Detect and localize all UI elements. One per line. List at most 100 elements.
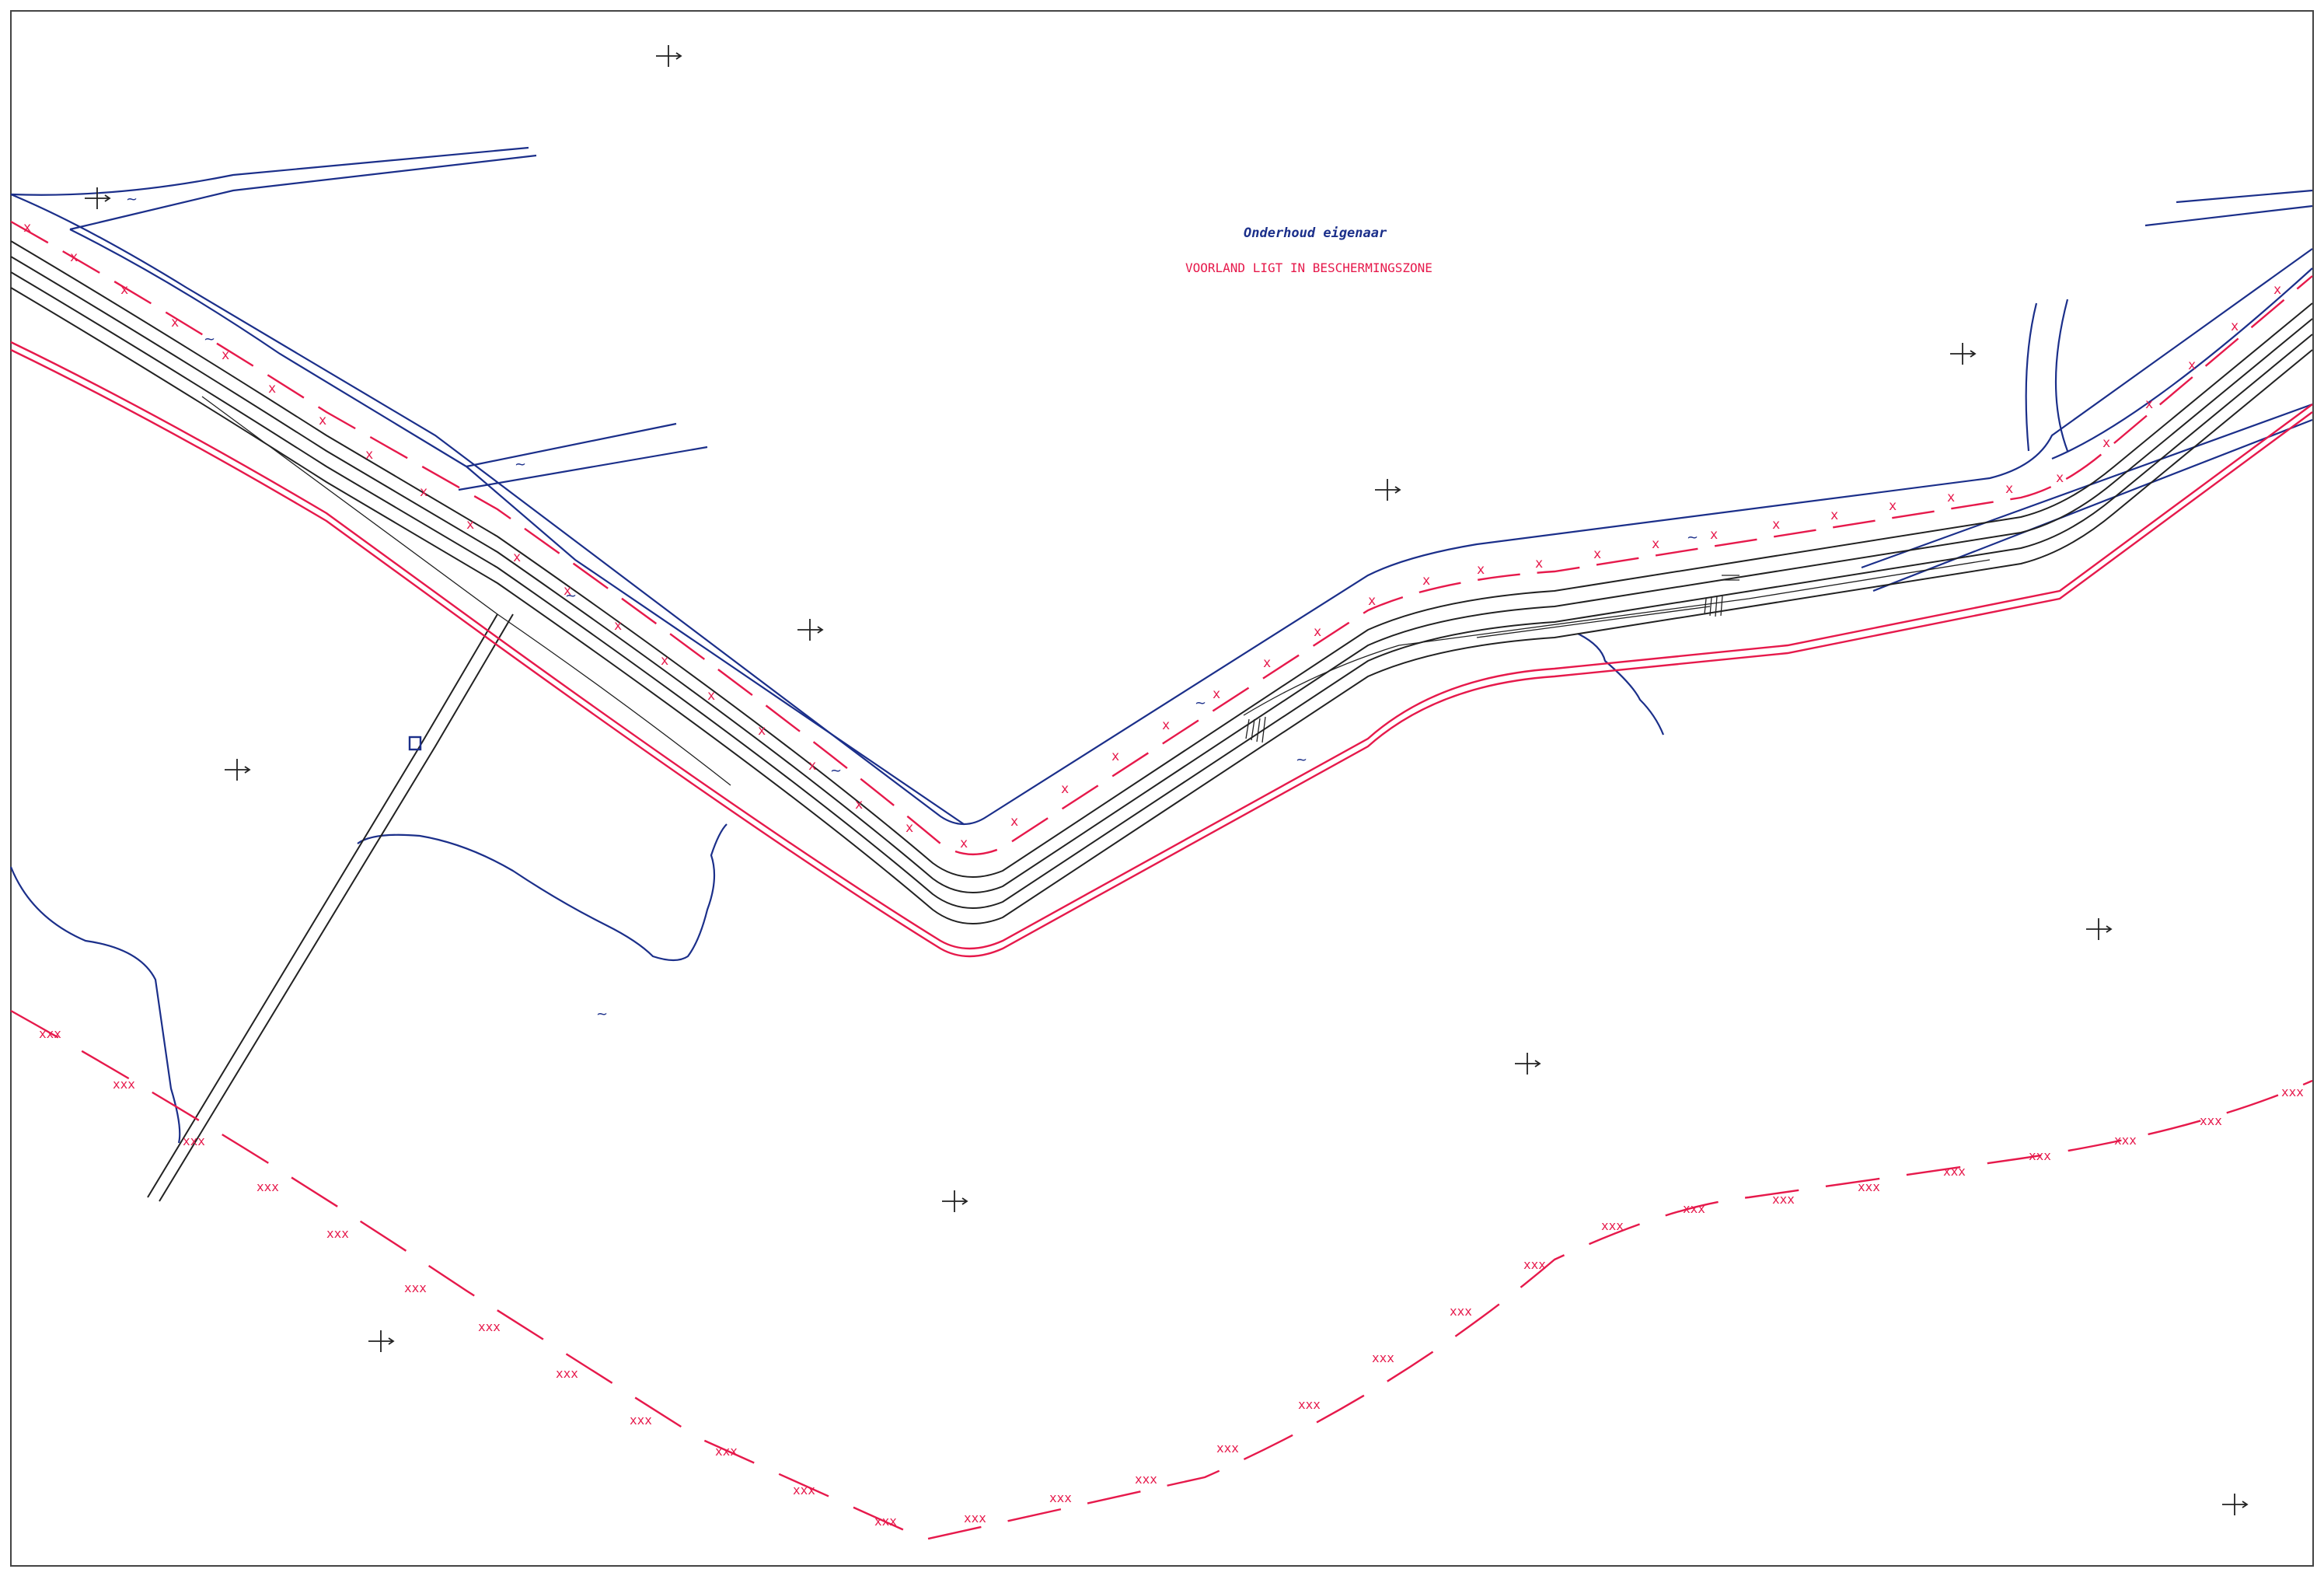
svg-text:x: x — [319, 413, 326, 428]
svg-text:x: x — [2056, 470, 2064, 486]
svg-text:x: x — [1213, 687, 1220, 702]
svg-text:xxx: xxx — [2281, 1085, 2304, 1099]
svg-text:~: ~ — [830, 763, 842, 779]
svg-text:xxx: xxx — [1298, 1397, 1321, 1412]
svg-text:x: x — [2273, 282, 2281, 298]
svg-text:xxx: xxx — [478, 1319, 501, 1334]
svg-text:xxx: xxx — [2200, 1113, 2222, 1128]
survey-marker-icon — [2086, 918, 2113, 940]
svg-text:x: x — [1889, 498, 1897, 514]
svg-text:xxx: xxx — [630, 1413, 652, 1427]
svg-text:~: ~ — [565, 588, 577, 604]
water-symbols: ~ ~ ~ ~ ~ ~ ~ ~ ~ — [126, 191, 1698, 1022]
svg-text:~: ~ — [1195, 695, 1206, 711]
svg-text:xxx: xxx — [2114, 1133, 2137, 1148]
svg-text:~: ~ — [204, 331, 215, 348]
svg-text:x: x — [513, 550, 521, 565]
svg-text:~: ~ — [126, 191, 138, 208]
svg-text:x: x — [420, 484, 427, 500]
map-frame — [10, 10, 2314, 1567]
svg-text:x: x — [661, 653, 668, 669]
svg-text:xxx: xxx — [1216, 1441, 1239, 1455]
survey-marker-icon — [1515, 1053, 1541, 1075]
svg-text:xxx: xxx — [874, 1514, 897, 1529]
svg-text:xxx: xxx — [556, 1366, 578, 1381]
svg-text:xxx: xxx — [2029, 1148, 2051, 1163]
svg-text:xxx: xxx — [404, 1281, 427, 1295]
svg-text:x: x — [2145, 397, 2153, 412]
svg-text:x: x — [1368, 593, 1376, 609]
svg-text:xxx: xxx — [793, 1483, 815, 1497]
svg-text:x: x — [808, 758, 816, 774]
svg-text:x: x — [960, 836, 968, 851]
svg-text:x: x — [1710, 527, 1718, 543]
svg-text:x: x — [1772, 517, 1780, 533]
svg-text:x: x — [70, 250, 78, 265]
svg-text:xxx: xxx — [964, 1511, 986, 1525]
x-markers: x x x x x x x x x x x x x x x x x x x x … — [23, 220, 2281, 851]
survey-marker-icon — [797, 619, 824, 641]
svg-text:xxx: xxx — [256, 1179, 279, 1194]
xxx-markers: xxx xxx xxx xxx xxx xxx xxx xxx xxx xxx … — [39, 1026, 2304, 1529]
svg-text:x: x — [268, 381, 276, 397]
svg-text:xxx: xxx — [183, 1134, 205, 1148]
svg-text:x: x — [222, 348, 229, 363]
svg-text:~: ~ — [1687, 529, 1698, 546]
svg-text:xxx: xxx — [1523, 1257, 1546, 1272]
svg-text:x: x — [758, 723, 766, 739]
svg-text:~: ~ — [596, 1006, 608, 1022]
road-lines — [10, 240, 2313, 1202]
blue-water-lines — [9, 146, 2313, 1144]
svg-text:xxx: xxx — [1135, 1472, 1157, 1487]
svg-text:x: x — [171, 315, 179, 330]
svg-text:xxx: xxx — [1858, 1179, 1880, 1194]
svg-text:x: x — [1947, 490, 1955, 505]
svg-text:xxx: xxx — [715, 1444, 738, 1459]
svg-text:xxx: xxx — [1372, 1351, 1394, 1365]
svg-text:xxx: xxx — [1601, 1218, 1624, 1233]
svg-text:x: x — [1061, 781, 1069, 797]
svg-text:x: x — [2102, 435, 2110, 451]
svg-text:xxx: xxx — [39, 1026, 61, 1041]
culvert-box — [408, 736, 422, 751]
svg-text:x: x — [120, 282, 128, 298]
svg-text:x: x — [564, 583, 571, 599]
svg-text:x: x — [1593, 547, 1601, 562]
svg-text:x: x — [1535, 556, 1543, 571]
svg-text:x: x — [1477, 562, 1485, 578]
svg-text:x: x — [2188, 358, 2196, 373]
svg-text:x: x — [2231, 319, 2239, 334]
survey-marker-icon — [942, 1190, 968, 1212]
svg-text:x: x — [906, 820, 913, 836]
survey-marker-icon — [225, 759, 251, 781]
svg-text:x: x — [614, 618, 622, 634]
svg-text:xxx: xxx — [1049, 1490, 1072, 1505]
survey-marker-icon — [85, 187, 111, 209]
survey-marker-icon — [368, 1330, 395, 1352]
svg-text:x: x — [1314, 624, 1321, 640]
svg-text:x: x — [23, 220, 31, 236]
svg-text:x: x — [1652, 536, 1659, 552]
svg-text:~: ~ — [1296, 752, 1307, 768]
svg-text:~: ~ — [515, 456, 526, 473]
hatch-marks — [1245, 575, 1740, 743]
svg-text:x: x — [1422, 573, 1430, 589]
svg-text:xxx: xxx — [1943, 1164, 1966, 1179]
survey-markers — [85, 45, 2249, 1515]
svg-text:x: x — [707, 688, 715, 704]
svg-text:xxx: xxx — [1683, 1201, 1705, 1216]
svg-text:x: x — [855, 797, 863, 812]
survey-marker-icon — [1375, 479, 1401, 501]
survey-marker-icon — [1950, 343, 1977, 365]
zone-label: VOORLAND LIGT IN BESCHERMINGSZONE — [1185, 260, 1432, 275]
svg-text:x: x — [2005, 481, 2013, 497]
owner-label: Onderhoud eigenaar — [1244, 225, 1387, 241]
svg-text:xxx: xxx — [1772, 1192, 1795, 1207]
svg-text:xxx: xxx — [1450, 1304, 1472, 1319]
svg-text:x: x — [1162, 718, 1170, 733]
svg-text:x: x — [1010, 814, 1018, 830]
survey-marker-icon — [2222, 1494, 2249, 1515]
svg-text:x: x — [365, 447, 373, 463]
svg-text:xxx: xxx — [326, 1226, 349, 1241]
